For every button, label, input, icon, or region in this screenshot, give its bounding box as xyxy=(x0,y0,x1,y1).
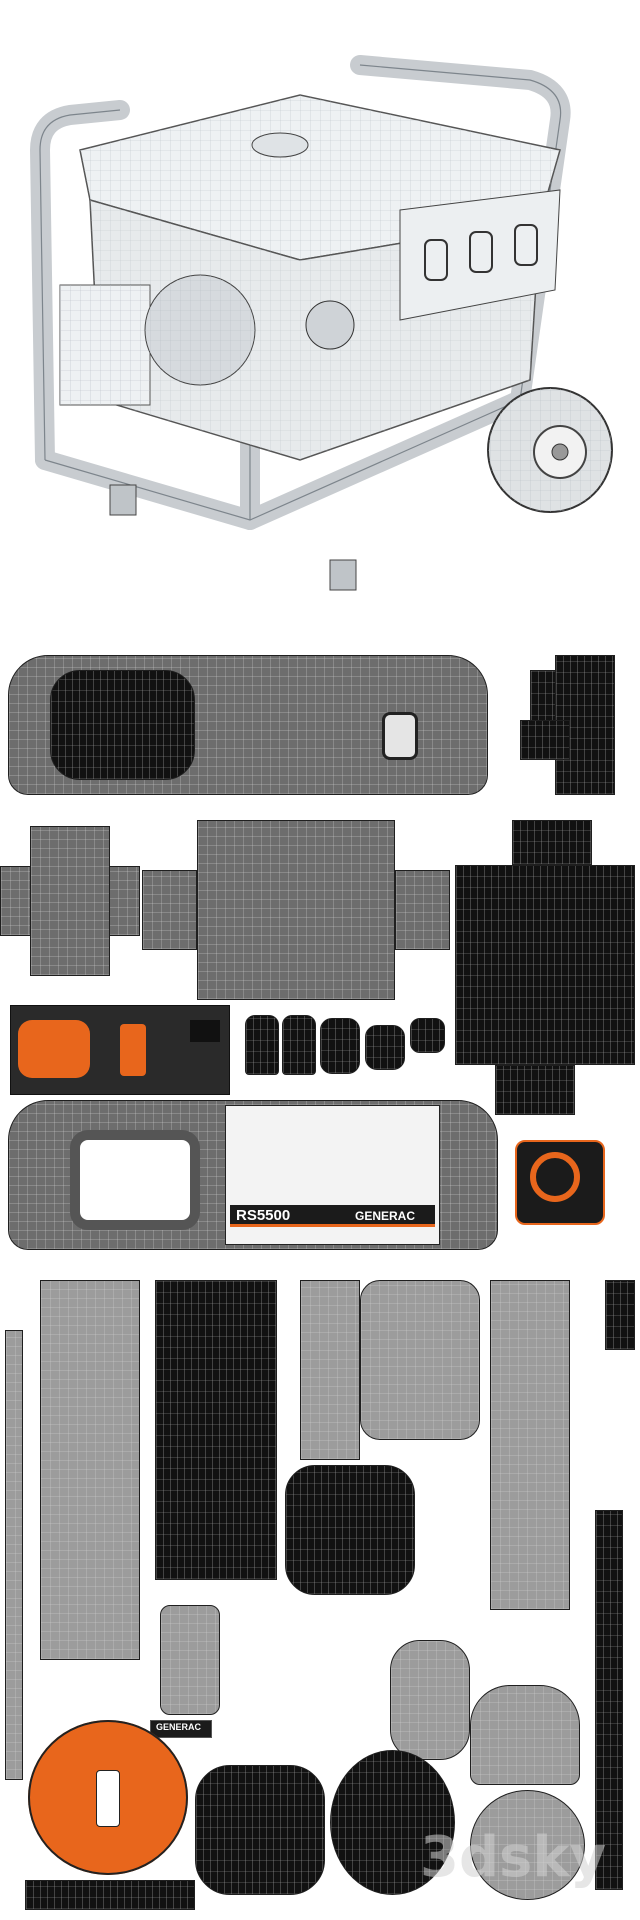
generator-wireframe-render xyxy=(30,55,613,591)
uv-black-top-tab xyxy=(512,820,592,865)
uv-piece-5 xyxy=(410,1018,445,1053)
uv-black-large-panel xyxy=(455,865,635,1065)
uv-tall-strip-left xyxy=(5,1330,23,1780)
uv-black-bottom-tab xyxy=(495,1065,575,1115)
uv-orange-outlet-icon xyxy=(120,1024,146,1076)
uv-brand-bar xyxy=(230,1205,435,1227)
uv-black-shape-c xyxy=(25,1880,195,1910)
uv-black-long-strip xyxy=(595,1510,623,1890)
uv-piece-1 xyxy=(245,1015,279,1075)
uv-cylinder-pieces xyxy=(160,1605,220,1715)
model-label: RS5500 xyxy=(236,1207,291,1224)
uv-black-shape-b xyxy=(330,1750,455,1895)
uv-panel-dark-slot xyxy=(190,1020,220,1042)
uv-orange-round-center xyxy=(96,1770,120,1827)
uv-column-black-1 xyxy=(155,1280,277,1580)
small-decal-label: GENERAC xyxy=(156,1722,202,1732)
uv-hex-pieces-1 xyxy=(390,1640,470,1760)
uv-tank-opening xyxy=(70,1130,200,1230)
uv-fuel-gauge-window xyxy=(382,712,418,760)
uv-cross-left-v xyxy=(30,826,110,976)
uv-column-gray-1 xyxy=(40,1280,140,1660)
uv-piece-4 xyxy=(365,1025,405,1070)
uv-gray-wheel-shape xyxy=(470,1790,585,1900)
uv-black-shape-a xyxy=(195,1765,325,1895)
uv-orange-pad-left xyxy=(18,1020,90,1078)
uv-center-large-panel xyxy=(197,820,395,1000)
uv-tank-recess xyxy=(50,670,195,780)
uv-black-block-c xyxy=(520,720,570,760)
uv-piece-3 xyxy=(320,1018,360,1074)
uv-center-left-tab xyxy=(142,870,197,950)
uv-atlas: RS5500 GENERAC GENERAC 3dsky xyxy=(0,640,640,1920)
uv-black-strip-right xyxy=(605,1280,635,1350)
uv-black-rounded-shape xyxy=(285,1465,415,1595)
brand-label: GENERAC xyxy=(355,1209,416,1223)
uv-gauge-dial xyxy=(530,1152,580,1202)
uv-piece-2 xyxy=(282,1015,316,1075)
uv-center-right-tab xyxy=(395,870,450,950)
uv-shape-top-mid xyxy=(360,1280,480,1440)
uv-small-decal xyxy=(150,1720,212,1738)
uv-thin-strips-1 xyxy=(300,1280,360,1460)
watermark: 3dsky xyxy=(420,1825,607,1890)
uv-hex-pieces-2 xyxy=(470,1685,580,1785)
uv-strip-group-right xyxy=(490,1280,570,1610)
